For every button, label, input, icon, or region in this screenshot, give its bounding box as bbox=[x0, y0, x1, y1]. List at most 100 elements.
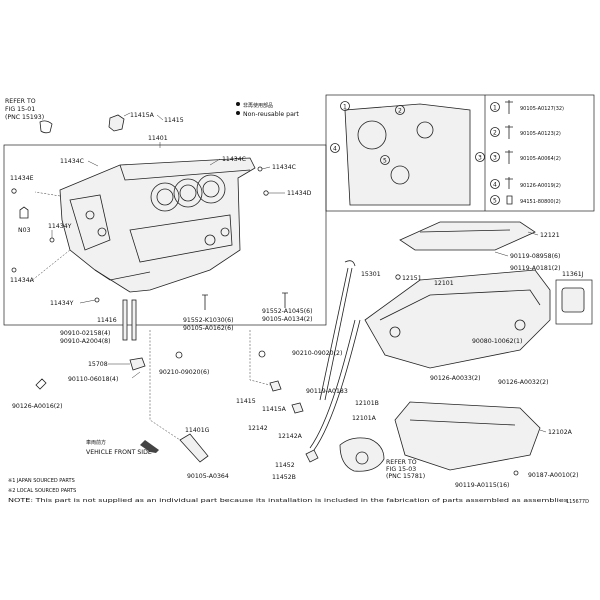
svg-text:3: 3 bbox=[478, 155, 482, 162]
refer-bottom-line3: (PNC 15781) bbox=[386, 473, 425, 480]
label-12101: 12101 bbox=[434, 280, 454, 287]
label-11434Y-b: 11434Y bbox=[50, 300, 74, 307]
baffle-group: 12121 90119-08958(6) 90119-A0181(2) bbox=[399, 221, 561, 272]
refer-bottom-line1: REFER TO bbox=[386, 459, 417, 466]
legend-jp: 非再使用部品 bbox=[243, 102, 273, 109]
stud-group: 11416 90910-02158(4) 90910-A2004(8) bbox=[60, 299, 137, 345]
label-12102A: 12102A bbox=[548, 429, 573, 436]
strainer-group: 11452 11452B bbox=[272, 437, 385, 481]
label-90119-A0181: 90119-A0181(2) bbox=[510, 265, 561, 272]
stud-2 bbox=[131, 299, 137, 341]
svg-text:2: 2 bbox=[398, 108, 402, 115]
bore-2 bbox=[173, 178, 203, 208]
cylinder-block-drawing bbox=[59, 157, 256, 293]
mid-11415-group: 11415 11415A bbox=[236, 330, 304, 414]
label-12151: 12151 bbox=[402, 275, 422, 282]
label-90126-A0016: 90126-A0016(2) bbox=[12, 403, 63, 410]
plug-small-icon bbox=[35, 378, 47, 390]
legend-dot-icon bbox=[236, 102, 240, 106]
label-12121: 12121 bbox=[540, 232, 560, 239]
label-90126-A0033: 90126-A0033(2) bbox=[430, 375, 481, 382]
label-N03: N03 bbox=[18, 227, 31, 234]
refer-line1: REFER TO bbox=[5, 98, 36, 105]
label-90105-A0064: 90105-A0064(2) bbox=[520, 156, 561, 162]
oil-jet-icon bbox=[129, 357, 146, 371]
label-90210-09020-6: 90210-09020(6) bbox=[159, 369, 209, 376]
figure-id: 115677D bbox=[566, 499, 589, 505]
non-reusable-dot-icon bbox=[236, 111, 240, 115]
notes: ※1 JAPAN SOURCED PARTS ※2 LOCAL SOURCED … bbox=[8, 478, 589, 505]
label-11434A: 11434A bbox=[10, 277, 35, 284]
label-91552-b: 91552-K1030(6) bbox=[183, 317, 234, 324]
bolt-icon-2 bbox=[282, 292, 288, 308]
guide-group: 12142 12142A 12101A 12101B bbox=[248, 319, 379, 451]
label-11415-top: 11415 bbox=[164, 117, 184, 124]
label-11401: 11401 bbox=[148, 135, 168, 142]
label-12142: 12142 bbox=[248, 425, 268, 432]
svg-text:4: 4 bbox=[493, 182, 497, 189]
block-labels: 11434C 11434C 11434C 11434E 11434D N03 1… bbox=[10, 156, 312, 307]
oil-strainer-icon bbox=[339, 437, 385, 472]
note-3: NOTE: This part is not supplied as an in… bbox=[8, 498, 569, 504]
label-90119-A0183: 90119-A0183 bbox=[306, 388, 348, 395]
label-90105-A0123: 90105-A0123(2) bbox=[520, 131, 561, 137]
label-90910-02158: 90910-02158(4) bbox=[60, 330, 110, 337]
oil-pan-lower: 12102A 90187-A0010(2) 90119-A0115(16) bbox=[394, 401, 579, 489]
dowel-part-icon bbox=[108, 114, 125, 132]
bore-1 bbox=[150, 182, 180, 212]
label-12101A: 12101A bbox=[352, 415, 377, 422]
label-11415A-top: 11415A bbox=[130, 112, 155, 119]
label-11434Y-a: 11434Y bbox=[48, 223, 72, 230]
label-90187-A0010: 90187-A0010(2) bbox=[528, 472, 579, 479]
cylinder-block-frame bbox=[3, 144, 327, 326]
label-90105-A0127: 90105-A0127(32) bbox=[520, 106, 564, 112]
label-90126-A0019: 90126-A0019(2) bbox=[520, 183, 561, 189]
svg-text:1: 1 bbox=[493, 105, 497, 112]
label-12101B: 12101B bbox=[355, 400, 379, 407]
legend-top: 非再使用部品 Non-reusable part bbox=[236, 102, 299, 118]
oil-pan-lower-icon bbox=[394, 401, 541, 471]
svg-text:2: 2 bbox=[493, 130, 497, 137]
label-90105-A0364: 90105-A0364 bbox=[187, 473, 229, 480]
label-11415A-mid: 11415A bbox=[262, 406, 287, 413]
label-11415-mid: 11415 bbox=[236, 398, 256, 405]
label-11434C-c: 11434C bbox=[272, 164, 296, 171]
cover-11361J-icon bbox=[561, 287, 585, 313]
vehicle-front-arrow-icon bbox=[140, 440, 159, 453]
label-11361J: 11361J bbox=[562, 271, 584, 278]
vehicle-front-en: VEHICLE FRONT SIDE bbox=[86, 449, 152, 456]
inset-frame bbox=[325, 94, 595, 212]
inset-legend: 1 90105-A0127(32) 2 90105-A0123(2) 3 901… bbox=[490, 100, 564, 205]
label-91552: 91552-A1045(6) bbox=[262, 308, 313, 315]
label-11434C-a: 11434C bbox=[60, 158, 84, 165]
refer-bottom: REFER TO FIG 15-03 (PNC 15781) bbox=[386, 459, 425, 480]
block-body bbox=[59, 157, 256, 293]
plug-part-icon bbox=[39, 120, 53, 134]
block-bolts: 91552-A1045(6) 90105-A0134(2) 91552-K103… bbox=[183, 292, 313, 332]
label-90105-A0162: 90105-A0162(6) bbox=[183, 325, 234, 332]
label-11434C-b: 11434C bbox=[222, 156, 246, 163]
label-90119-08958: 90119-08958(6) bbox=[510, 253, 560, 260]
p11361J-group: 11361J bbox=[555, 271, 593, 325]
note-2: ※2 LOCAL SOURCED PARTS bbox=[8, 488, 76, 494]
svg-text:5: 5 bbox=[493, 198, 497, 205]
label-11452B: 11452B bbox=[272, 474, 296, 481]
plug-n03-icon bbox=[19, 206, 29, 219]
label-11416: 11416 bbox=[97, 317, 117, 324]
note-1: ※1 JAPAN SOURCED PARTS bbox=[8, 478, 75, 484]
timing-cover-icon bbox=[344, 103, 471, 206]
label-11401G: 11401G bbox=[185, 427, 210, 434]
svg-text:1: 1 bbox=[343, 104, 347, 111]
oil-pan-upper-icon bbox=[364, 269, 551, 369]
baffle-plate-icon bbox=[399, 221, 536, 251]
svg-text:3: 3 bbox=[493, 155, 497, 162]
inset-box: 1 2 4 3 5 1 90105-A0127(32) 2 90105-A012… bbox=[325, 94, 595, 212]
left-bottom-parts: 15708 90110-06018(4) 90210-09020(6) 9012… bbox=[12, 351, 209, 410]
vehicle-front: 車両前方 VEHICLE FRONT SIDE bbox=[86, 439, 159, 456]
label-90105-A0134: 90105-A0134(2) bbox=[262, 316, 313, 323]
label-12142A: 12142A bbox=[278, 433, 303, 440]
bolt-icon bbox=[202, 294, 208, 310]
label-90210-09020-2: 90210-09020(2) bbox=[292, 350, 342, 357]
label-11434E: 11434E bbox=[10, 175, 34, 182]
